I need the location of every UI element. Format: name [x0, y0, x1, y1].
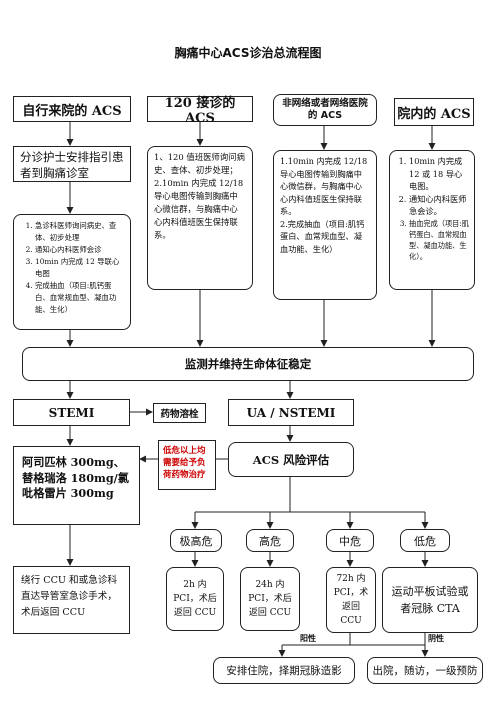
- list-item: 通知心内科医师急会诊。: [409, 193, 470, 218]
- outcome-high: 24h 内 PCI，术后返回 CCU: [240, 567, 300, 631]
- negative-label: 阴性: [428, 634, 444, 643]
- page-title: 胸痛中心ACS诊治总流程图: [174, 46, 322, 60]
- low-risk-note: 低危以上均需要给予负荷药物治疗: [158, 440, 216, 490]
- list-item: 10min 内完成 12 导联心电图: [35, 256, 124, 280]
- risk-low: 低危: [400, 529, 450, 552]
- inhospital-steps-list: 10min 内完成 12 或 18 导心电图。 通知心内科医师急会诊。 抽血完成…: [394, 155, 470, 262]
- outcome-very-high: 2h 内 PCI，术后返回 CCU: [166, 567, 224, 631]
- list-item: 抽血完成（项目:肌钙蛋白、血常规血型、凝血功能、生化）。: [409, 218, 470, 262]
- ua-nstemi-box: UA / NSTEMI: [228, 399, 354, 426]
- risk-high: 高危: [246, 529, 294, 552]
- ems-steps-box: 1、120 值班医师询问病史、查体、初步处理； 2.10min 内完成 12/1…: [147, 146, 253, 290]
- antiplatelet-drugs-box: 阿司匹林 300mg、替格瑞洛 180mg/氯吡格雷片 300mg: [13, 446, 140, 525]
- list-item: 急诊科医师询问病史、查体、初步处理: [35, 220, 124, 244]
- risk-very-high: 极高危: [170, 529, 222, 552]
- stemi-box: STEMI: [13, 399, 130, 426]
- header-referral: 非网络或者网络医院的 ACS: [273, 94, 377, 126]
- acs-risk-evaluation: ACS 风险评估: [228, 442, 354, 477]
- header-inhospital: 院内的 ACS: [394, 98, 474, 126]
- self-steps-list: 急诊科医师询问病史、查体、初步处理 通知心内科医师会诊 10min 内完成 12…: [20, 220, 124, 316]
- positive-label: 阳性: [300, 634, 316, 643]
- outcome-low: 运动平板试验或者冠脉 CTA: [382, 567, 478, 633]
- referral-step-1: 1.10min 内完成 12/18 导心电图传输到胸痛中心微信群，与胸痛中心心内…: [280, 156, 368, 216]
- discharge-box: 出院，随访，一级预防: [367, 657, 483, 684]
- inhospital-steps-box: 10min 内完成 12 或 18 导心电图。 通知心内科医师急会诊。 抽血完成…: [389, 150, 475, 290]
- list-item: 10min 内完成 12 或 18 导心电图。: [409, 155, 470, 193]
- header-ems-120: 120 接诊的 ACS: [147, 96, 253, 126]
- header-self-arrival: 自行来院的 ACS: [13, 96, 131, 122]
- self-triage-box: 分诊护士安排指引患者到胸痛诊室: [13, 146, 131, 182]
- referral-steps-box: 1.10min 内完成 12/18 导心电图传输到胸痛中心微信群，与胸痛中心心内…: [273, 150, 377, 300]
- stemi-outcome-box: 绕行 CCU 和或急诊科直达导管室急诊手术，术后返回 CCU: [13, 566, 130, 634]
- thrombolysis-box: 药物溶栓: [153, 403, 206, 423]
- list-item: 通知心内科医师会诊: [35, 244, 124, 256]
- self-steps-box: 急诊科医师询问病史、查体、初步处理 通知心内科医师会诊 10min 内完成 12…: [13, 214, 131, 330]
- list-item: 完成抽血（项目:肌钙蛋白、血常规血型、凝血功能、生化）: [35, 280, 124, 316]
- outcome-medium: 72h 内 PCI，术返回 CCU: [326, 567, 376, 633]
- referral-step-2: 2.完成抽血（项目:肌钙蛋白、血常规血型、凝血功能、生化）: [280, 218, 365, 254]
- admit-box: 安排住院，择期冠脉造影: [213, 657, 355, 684]
- monitor-vitals-bar: 监测并维持生命体征稳定: [22, 347, 474, 381]
- risk-medium: 中危: [326, 529, 374, 552]
